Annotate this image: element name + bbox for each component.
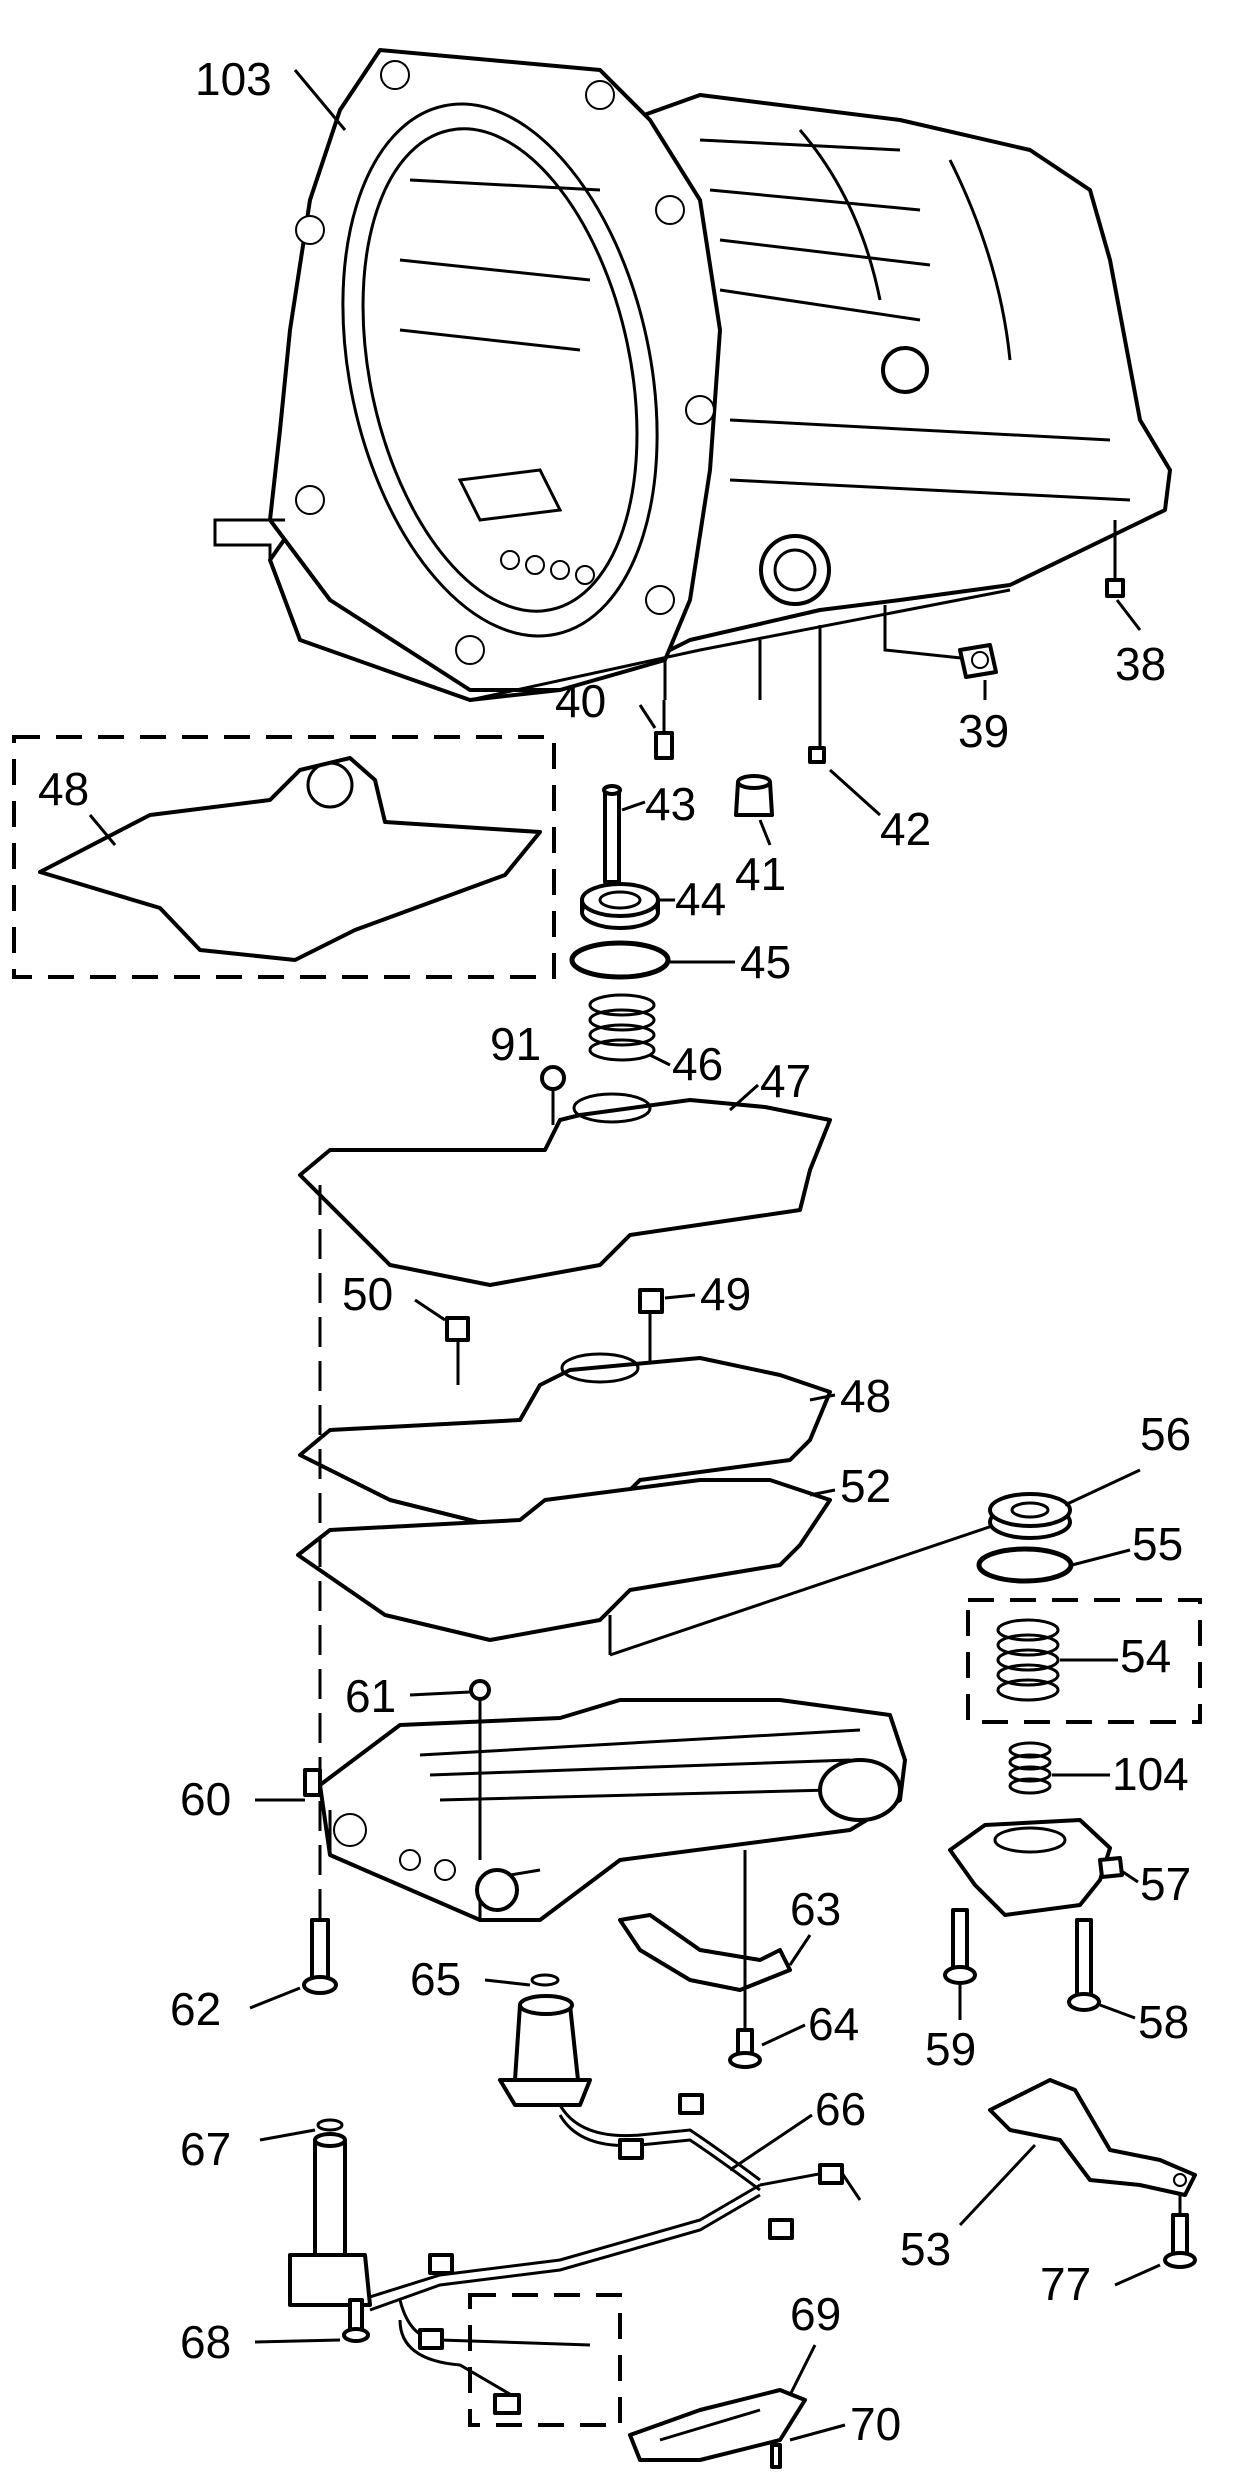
wiring-harness-66	[359, 1994, 862, 2415]
callout-67: 67	[180, 2123, 231, 2175]
callout-38: 38	[1115, 638, 1166, 690]
callout-43: 43	[645, 778, 696, 830]
part-55-seal-ring	[976, 1546, 1074, 1584]
callout-53: 53	[900, 2223, 951, 2275]
callout-65: 65	[410, 1953, 461, 2005]
optional-harness-box	[468, 2293, 622, 2427]
spacer-plate-48-upper	[38, 756, 542, 962]
part-40-plug	[654, 700, 674, 760]
part-54-spring	[996, 1618, 1060, 1702]
part-41-fitting	[734, 774, 774, 817]
callout-70: 70	[850, 2398, 901, 2450]
callout-60: 60	[180, 1773, 231, 1825]
part-64-bolt	[728, 1850, 762, 2069]
pressure-control-solenoid	[288, 2132, 372, 2307]
part-57-accumulator-housing	[948, 1818, 1124, 1917]
callout-68: 68	[180, 2316, 231, 2368]
part-39-bolt	[958, 643, 998, 700]
callout-42: 42	[880, 803, 931, 855]
callout-91: 91	[490, 1018, 541, 1070]
callout-44: 44	[675, 873, 726, 925]
callout-103: 103	[195, 53, 272, 105]
part-70-screw	[770, 2443, 782, 2469]
optional-spring-box	[966, 1598, 1202, 1724]
part-45-seal-ring	[569, 940, 671, 980]
part-65-washer	[530, 1973, 560, 1987]
plate-47-valve-body-spacer	[298, 1092, 832, 1287]
callout-46: 46	[672, 1038, 723, 1090]
callout-41: 41	[735, 848, 786, 900]
part-44-piston	[580, 882, 660, 930]
part-58-bolt	[1067, 1918, 1101, 2012]
callout-48-upper: 48	[38, 763, 89, 815]
callout-69: 69	[790, 2288, 841, 2340]
part-63-bracket	[618, 1913, 792, 1992]
callout-104: 104	[1112, 1748, 1189, 1800]
part-38-plug	[1105, 578, 1142, 631]
callout-62: 62	[170, 1983, 221, 2035]
part-61-pin	[469, 1679, 491, 1860]
callout-58: 58	[1138, 1996, 1189, 2048]
callout-77: 77	[1040, 2258, 1091, 2310]
part-91-checkball	[540, 1065, 566, 1125]
callout-49: 49	[700, 1268, 751, 1320]
callout-66: 66	[815, 2083, 866, 2135]
part-42-plug	[808, 700, 882, 817]
callout-55: 55	[1132, 1518, 1183, 1570]
part-67-seal	[316, 2118, 344, 2132]
part-46-spring	[588, 993, 656, 1062]
callout-57: 57	[1140, 1858, 1191, 1910]
callout-61: 61	[345, 1670, 396, 1722]
valve-body-60	[303, 1698, 907, 1922]
callout-40: 40	[555, 675, 606, 727]
part-62-bolt	[302, 1918, 338, 1995]
part-50-filter	[445, 1316, 470, 1385]
callout-63: 63	[790, 1883, 841, 1935]
callout-39: 39	[958, 705, 1009, 757]
part-56-piston	[988, 1492, 1072, 1540]
callout-52: 52	[840, 1460, 891, 1512]
part-53-bracket	[988, 2078, 1197, 2197]
part-77-bolt	[1163, 2195, 1197, 2269]
part-59-bolt	[943, 1908, 977, 1985]
part-43-pin	[602, 784, 622, 884]
callout-47: 47	[760, 1055, 811, 1107]
callout-48-lower: 48	[840, 1370, 891, 1422]
callout-56: 56	[1140, 1408, 1191, 1460]
callout-45: 45	[740, 936, 791, 988]
callout-54: 54	[1120, 1630, 1171, 1682]
callout-50: 50	[342, 1268, 393, 1320]
optional-spacer-plate-box	[12, 735, 556, 979]
part-104-spring	[1008, 1741, 1052, 1795]
part-68-bolt	[342, 2298, 370, 2343]
transmission-case	[213, 48, 1172, 702]
callout-64: 64	[808, 1998, 859, 2050]
part-69-control-module	[628, 2388, 807, 2462]
gasket-52	[296, 1478, 1011, 1657]
callout-59: 59	[925, 2023, 976, 2075]
